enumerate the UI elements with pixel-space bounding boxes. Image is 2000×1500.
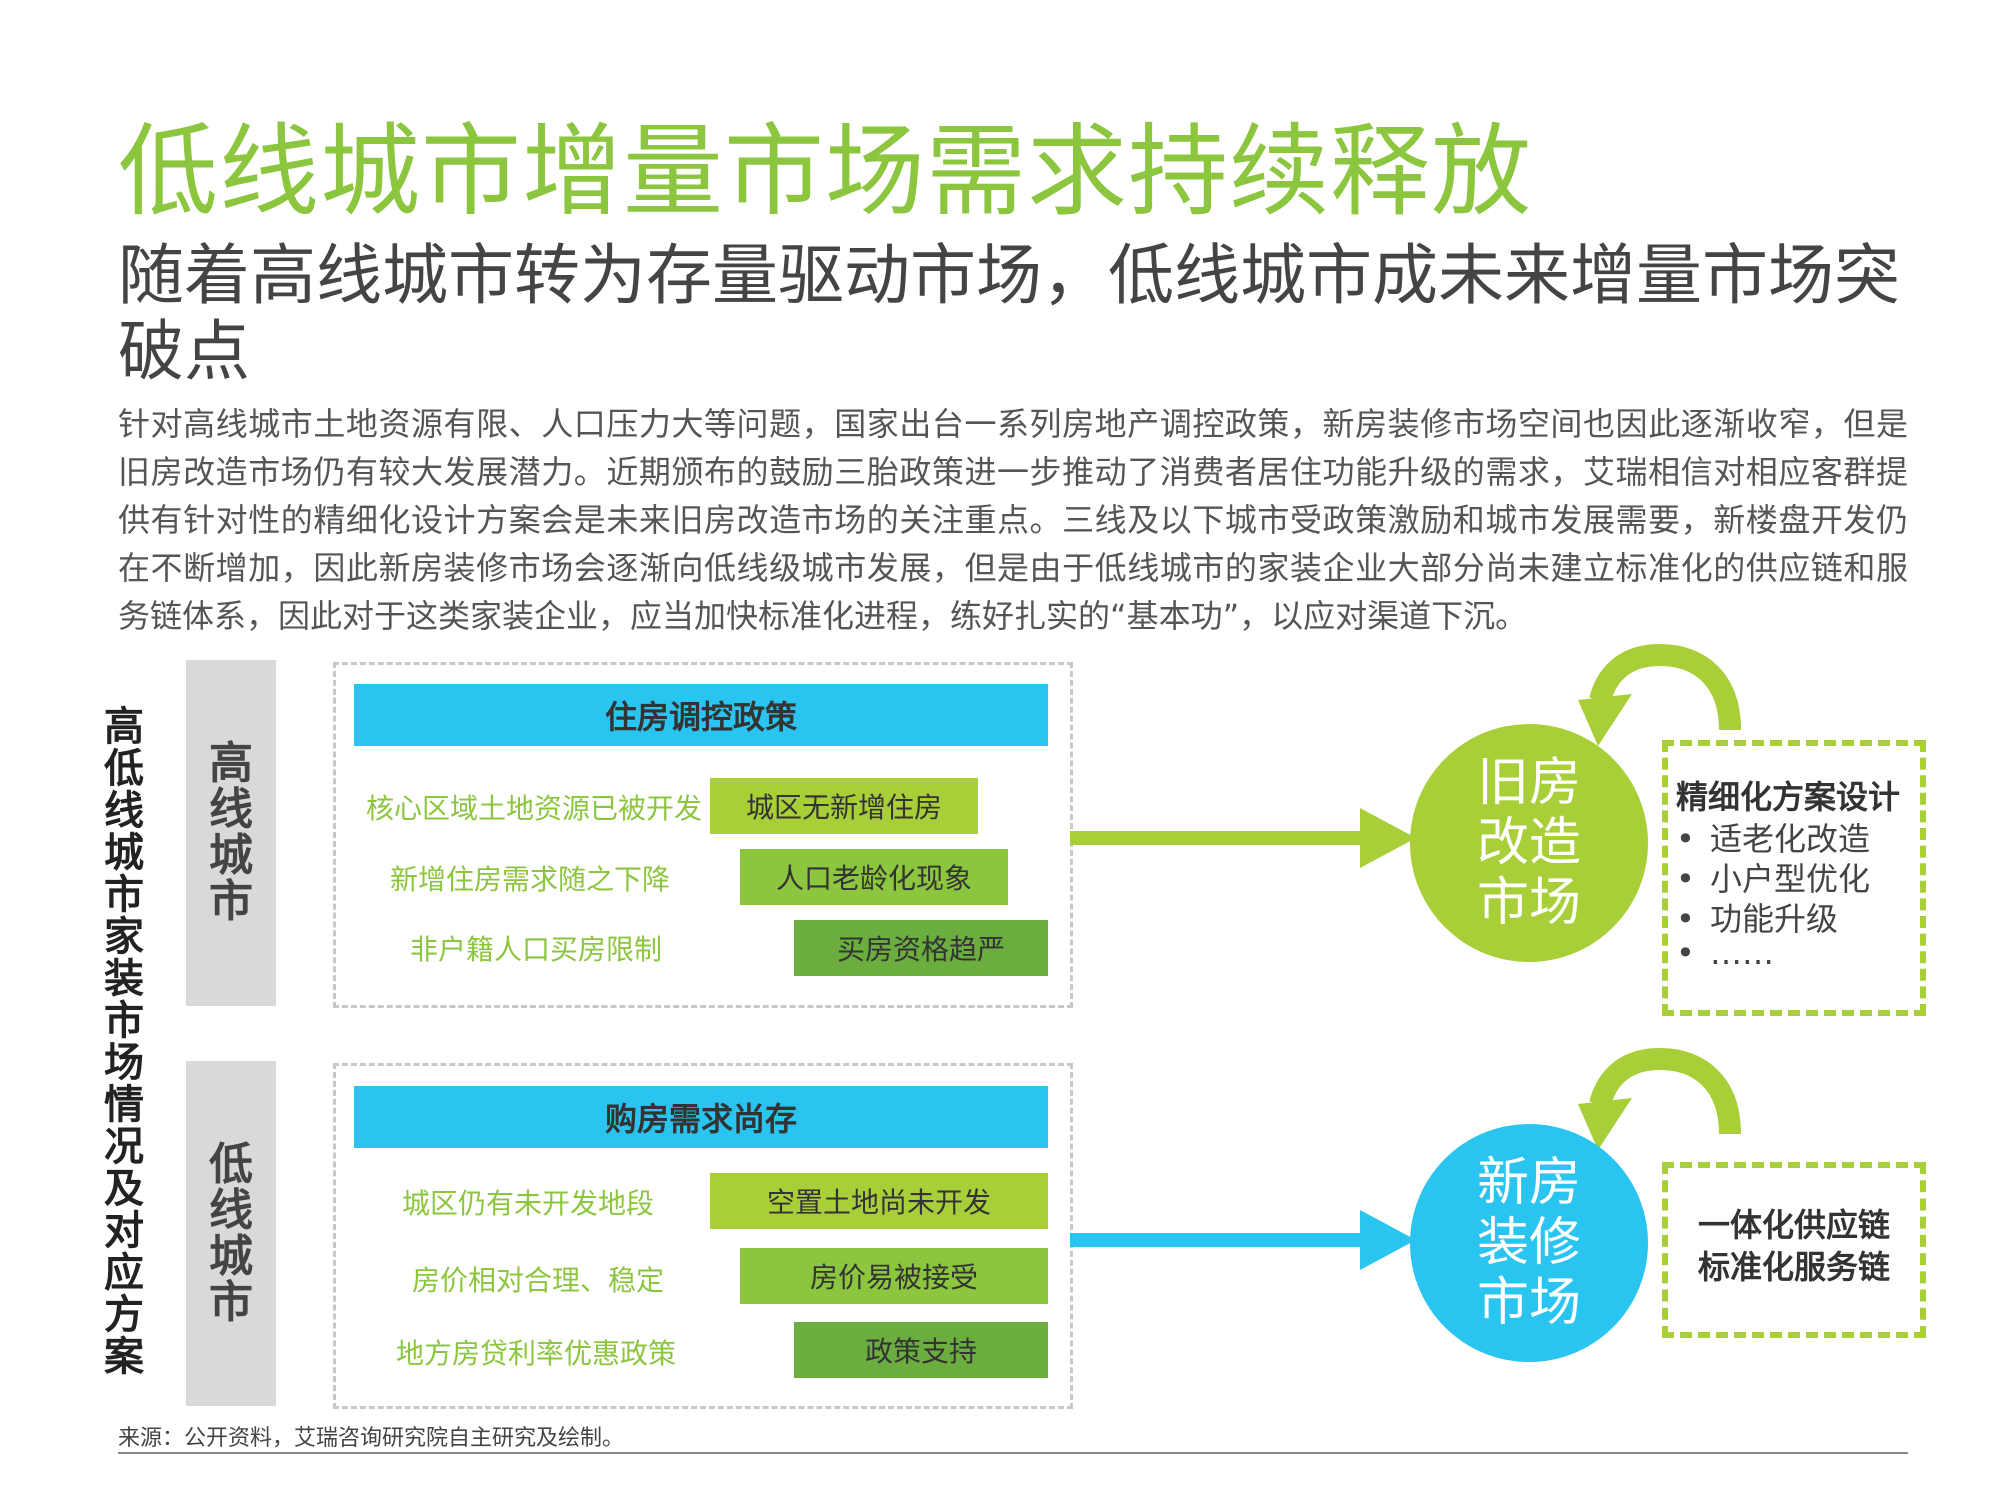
high-reason-1: 核心区域土地资源已被开发 <box>366 792 703 825</box>
low-reason-3: 地方房贷利率优惠政策 <box>396 1337 677 1370</box>
high-tier-header: 住房调控政策 <box>354 684 1048 746</box>
low-tier-header: 购房需求尚存 <box>354 1086 1048 1148</box>
high-cycle-arrow-icon <box>1578 643 1741 746</box>
supply-line-1: 一体化供应链 <box>1697 1206 1890 1244</box>
source-note: 来源：公开资料，艾瑞咨询研究院自主研究及绘制。 <box>118 1426 625 1451</box>
low-arrow <box>1070 1210 1416 1270</box>
body-paragraph: 针对高线城市土地资源有限、人口压力大等问题，国家出台一系列房地产调控政策，新房装… <box>118 405 1908 635</box>
low-result-2: 房价易被接受 <box>740 1248 1048 1304</box>
low-reason-2: 房价相对合理、稳定 <box>412 1264 665 1297</box>
solution-item: •功能升级 <box>1676 900 1839 938</box>
low-tier-label: 低线城市 <box>209 1139 253 1328</box>
diagram-vertical-label: 高 低线城市家装市场情况及对应方案 <box>104 704 144 1380</box>
high-result-3: 买房资格趋严 <box>794 920 1048 976</box>
solution-item: •…… <box>1676 934 1774 972</box>
page-subtitle: 随着高线城市转为存量驱动市场，低线城市成未来增量市场突破点 <box>118 237 1900 390</box>
supply-chain-text: 一体化供应链 标准化服务链 <box>1662 1204 1926 1288</box>
low-result-3: 政策支持 <box>794 1322 1048 1378</box>
footer-divider <box>118 1452 1908 1454</box>
old-house-market-circle: 旧房改造市场 <box>1410 724 1648 962</box>
solution-item: •小户型优化 <box>1676 860 1871 898</box>
fine-design-solution-box <box>1662 740 1926 1016</box>
supply-line-2: 标准化服务链 <box>1697 1248 1890 1286</box>
high-arrow <box>1070 808 1416 868</box>
solution-item: •适老化改造 <box>1676 820 1871 858</box>
low-cycle-arrow-icon <box>1578 1047 1741 1150</box>
low-result-1: 空置土地尚未开发 <box>710 1173 1048 1229</box>
high-result-1: 城区无新增住房 <box>710 778 978 834</box>
supply-chain-solution-box <box>1662 1162 1926 1338</box>
high-tier-panel <box>186 660 276 1006</box>
high-result-2: 人口老龄化现象 <box>740 849 1008 905</box>
high-reason-2: 新增住房需求随之下降 <box>390 863 671 896</box>
low-reason-1: 城区仍有未开发地段 <box>402 1187 655 1220</box>
high-tier-label: 高线城市 <box>209 738 253 927</box>
solution-title: 精细化方案设计 <box>1676 778 1901 816</box>
new-house-market-circle: 新房装修市场 <box>1410 1124 1648 1362</box>
high-reason-3: 非户籍人口买房限制 <box>410 933 663 966</box>
low-tier-panel <box>186 1061 276 1406</box>
page-title: 低线城市增量市场需求持续释放 <box>118 113 1532 230</box>
